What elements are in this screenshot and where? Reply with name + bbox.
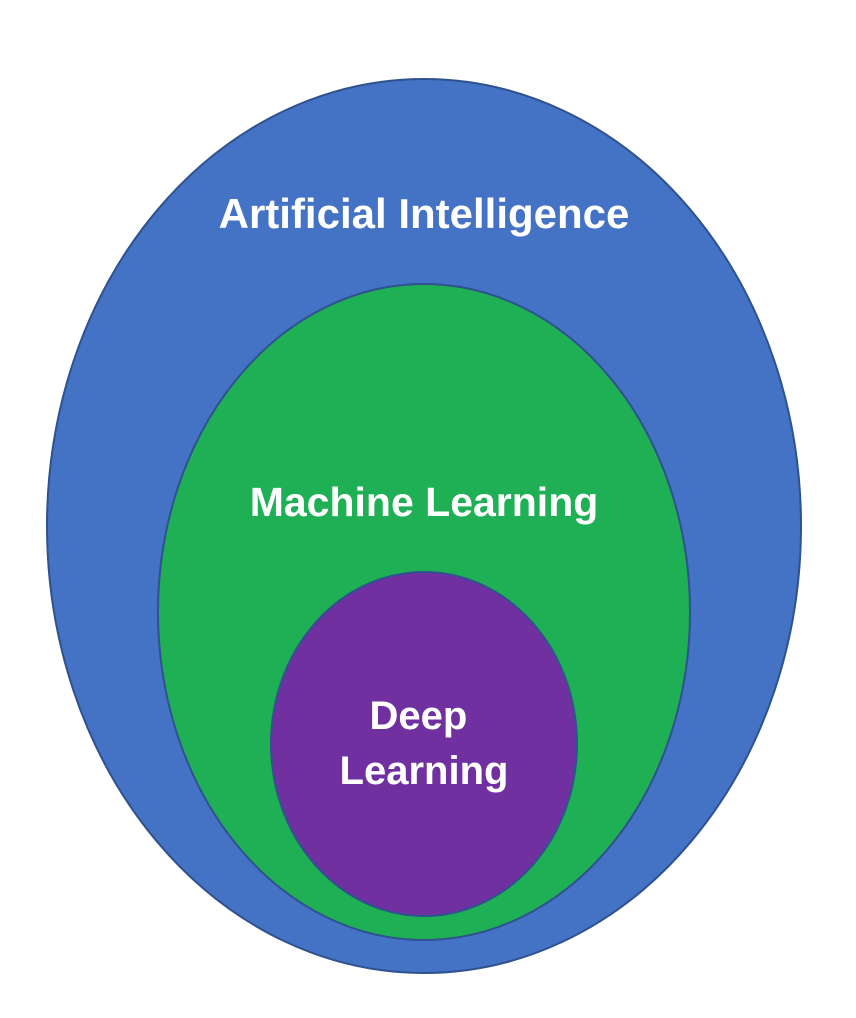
- artificial-intelligence-label-line: Artificial Intelligence: [219, 190, 630, 237]
- artificial-intelligence-label: Artificial Intelligence: [219, 190, 630, 237]
- deep-learning-label-line-2: Learning: [340, 749, 509, 793]
- deep-learning-circle: [270, 571, 578, 917]
- machine-learning-label-line: Machine Learning: [250, 479, 599, 525]
- deep-learning-label: Deep Learning: [340, 694, 509, 793]
- deep-learning-label-line-1: Deep: [370, 694, 468, 738]
- machine-learning-label: Machine Learning: [250, 479, 599, 525]
